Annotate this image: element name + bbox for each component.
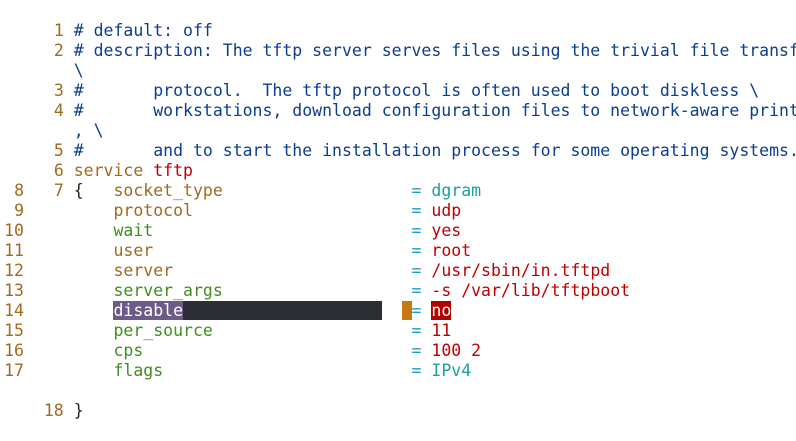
- config-value: /usr/sbin/in.tftpd: [431, 261, 611, 280]
- equals-sign: =: [411, 261, 422, 280]
- open-brace: {: [73, 181, 84, 200]
- code-line[interactable]: 18}: [0, 381, 796, 420]
- line-number: 9: [14, 201, 24, 220]
- config-value: yes: [431, 221, 462, 240]
- config-value: IPv4: [431, 361, 472, 380]
- equals-sign: =: [411, 221, 422, 240]
- line-number: 1: [53, 21, 64, 40]
- wrapped-continuation: \: [0, 41, 796, 80]
- line-number: 7: [53, 181, 64, 200]
- config-line[interactable]: 9 protocol = udp: [0, 201, 796, 221]
- config-key: wait: [113, 221, 154, 240]
- comment-text: # workstations, download configuration f…: [73, 101, 796, 120]
- line-number: 5: [53, 141, 64, 160]
- code-line[interactable]: 4 # workstations, download configuration …: [0, 81, 796, 120]
- line-number: 4: [53, 101, 64, 120]
- line-number: 14: [4, 301, 24, 320]
- config-line[interactable]: 15 per_source = 11: [0, 321, 796, 341]
- config-key: disable: [113, 301, 184, 320]
- line-number: 12: [4, 261, 24, 280]
- code-line[interactable]: 3 # protocol. The tftp protocol is often …: [0, 61, 796, 100]
- config-key: user: [113, 241, 154, 260]
- config-line[interactable]: 17 flags = IPv4: [0, 361, 796, 381]
- config-key: per_source: [113, 321, 213, 340]
- wrap-text: \: [73, 61, 84, 80]
- config-key: socket_type: [113, 181, 223, 200]
- line-number: 2: [53, 41, 64, 60]
- code-line[interactable]: 7{: [0, 161, 796, 200]
- config-line[interactable]: 14 disable = no: [0, 301, 796, 321]
- line-number: 16: [4, 341, 24, 360]
- config-line[interactable]: 10 wait = yes: [0, 221, 796, 241]
- service-name: tftp: [153, 161, 193, 180]
- text-cursor: [401, 301, 412, 320]
- equals-sign: =: [411, 341, 422, 360]
- line-number: 18: [43, 401, 64, 420]
- code-editor[interactable]: 1 # default: off 2 # description: The tftp…: [0, 0, 796, 420]
- code-line[interactable]: 2 # description: The tftp server serves f…: [0, 21, 796, 60]
- line-number: 6: [53, 161, 64, 180]
- config-value: 100 2: [431, 341, 482, 360]
- equals-sign: =: [411, 281, 422, 300]
- config-value: -s /var/lib/tftpboot: [431, 281, 631, 300]
- equals-sign: =: [411, 181, 422, 200]
- line-number: 11: [4, 241, 24, 260]
- config-key: protocol: [113, 201, 193, 220]
- comment-text: # and to start the installation process …: [73, 141, 796, 160]
- equals-sign: =: [411, 361, 422, 380]
- config-value: 11: [431, 321, 452, 340]
- wrap-text: , \: [73, 121, 104, 140]
- config-line[interactable]: 8 socket_type = dgram: [0, 181, 796, 201]
- config-key: server_args: [113, 281, 223, 300]
- wrapped-continuation: , \: [0, 101, 796, 140]
- code-line[interactable]: 5 # and to start the installation process…: [0, 121, 796, 160]
- line-number: 3: [53, 81, 64, 100]
- config-line[interactable]: 16 cps = 100 2: [0, 341, 796, 361]
- equals-sign: =: [411, 321, 422, 340]
- line-number: 13: [4, 281, 24, 300]
- config-key: cps: [113, 341, 144, 360]
- config-value: udp: [431, 201, 462, 220]
- config-value: root: [431, 241, 472, 260]
- config-line[interactable]: 13 server_args = -s /var/lib/tftpboot: [0, 281, 796, 301]
- code-line[interactable]: 6 service tftp: [0, 141, 796, 180]
- config-value: no: [431, 301, 452, 320]
- config-key: server: [113, 261, 174, 280]
- config-line[interactable]: 12 server = /usr/sbin/in.tftpd: [0, 261, 796, 281]
- equals-sign: =: [411, 241, 422, 260]
- selection-gap: [183, 301, 382, 320]
- comment-text: # protocol. The tftp protocol is often u…: [73, 81, 760, 100]
- line-number: 8: [14, 181, 24, 200]
- code-line[interactable]: 1 # default: off: [0, 1, 796, 40]
- line-number: 15: [4, 321, 24, 340]
- equals-sign: =: [411, 201, 422, 220]
- comment-text: # description: The tftp server serves fi…: [73, 41, 796, 60]
- line-number: 17: [4, 361, 24, 380]
- config-line[interactable]: 11 user = root: [0, 241, 796, 261]
- config-key: flags: [113, 361, 164, 380]
- service-keyword: service: [73, 161, 144, 180]
- line-number: 10: [4, 221, 24, 240]
- config-value: dgram: [431, 181, 482, 200]
- equals-sign: =: [411, 301, 422, 320]
- comment-text: # default: off: [73, 21, 213, 40]
- close-brace: }: [73, 401, 84, 420]
